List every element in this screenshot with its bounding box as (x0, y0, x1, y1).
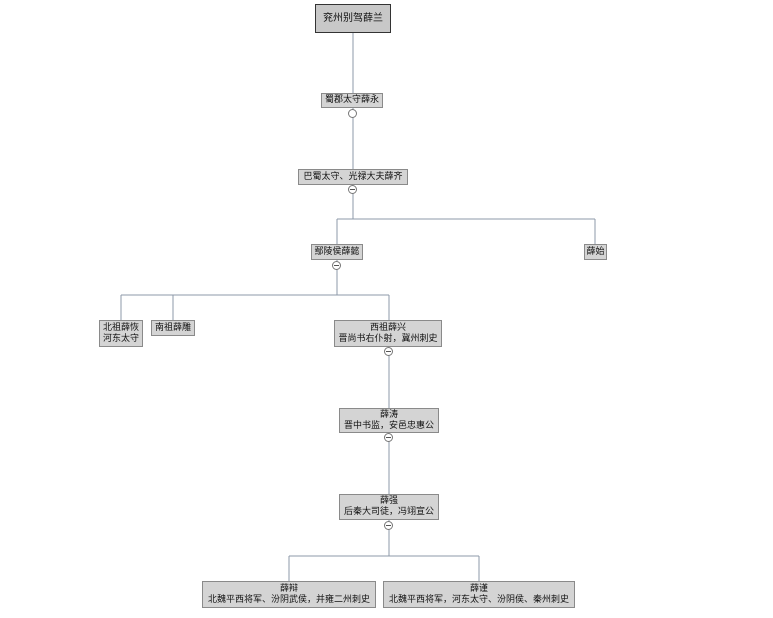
node-sublabel: 北魏平西将军，河东太守、汾阴侯、秦州刺史 (388, 594, 569, 605)
node-sublabel: 河东太守 (102, 333, 139, 344)
node-xue-bian[interactable]: 薛辩 北魏平西将军、汾阴武侯，并雍二州刺史 (202, 581, 376, 608)
node-sublabel: 晋尚书右仆射，冀州刺史 (338, 333, 438, 344)
node-sublabel: 北魏平西将军、汾阴武侯，并雍二州刺史 (207, 594, 370, 605)
node-xue-yi[interactable]: 鄢陵侯薛懿 (311, 244, 363, 260)
node-label: 薛涛 (379, 409, 398, 420)
node-label: 薛强 (379, 496, 398, 506)
collapse-toggle-icon[interactable] (384, 433, 393, 442)
node-label: 北祖薛恢 (102, 322, 139, 333)
node-label: 兖州别驾薛兰 (323, 13, 383, 24)
node-xue-shi[interactable]: 薛始 (584, 244, 607, 260)
node-label: 南祖薛雕 (154, 322, 191, 333)
node-xue-qi[interactable]: 巴蜀太守、光禄大夫薛齐 (298, 169, 408, 185)
collapse-toggle-icon[interactable] (348, 185, 357, 194)
node-label: 薛辩 (279, 583, 298, 594)
node-xue-qiang[interactable]: 薛强 后秦大司徒，冯翊宣公 (339, 494, 439, 520)
node-sublabel: 晋中书监，安邑忠惠公 (343, 420, 434, 431)
node-xue-yong[interactable]: 蜀郡太守薛永 (321, 93, 383, 108)
node-xue-lan[interactable]: 兖州别驾薛兰 (315, 4, 391, 33)
collapse-toggle-icon[interactable] (384, 347, 393, 356)
node-xue-jin[interactable]: 薛谨 北魏平西将军，河东太守、汾阴侯、秦州刺史 (383, 581, 575, 608)
node-label: 西祖薛兴 (369, 322, 406, 333)
collapse-toggle-icon[interactable] (384, 521, 393, 530)
node-label: 薛始 (586, 246, 605, 257)
node-sublabel: 后秦大司徒，冯翊宣公 (343, 507, 434, 517)
node-label: 薛谨 (469, 583, 488, 594)
expand-toggle-icon[interactable] (348, 109, 357, 118)
node-xue-tao[interactable]: 薛涛 晋中书监，安邑忠惠公 (339, 408, 439, 433)
node-xue-xing[interactable]: 西祖薛兴 晋尚书右仆射，冀州刺史 (334, 320, 442, 347)
node-label: 巴蜀太守、光禄大夫薛齐 (303, 171, 403, 182)
node-label: 蜀郡太守薛永 (324, 95, 379, 105)
collapse-toggle-icon[interactable] (332, 261, 341, 270)
node-label: 鄢陵侯薛懿 (314, 246, 360, 257)
node-xue-hui[interactable]: 北祖薛恢 河东太守 (99, 320, 143, 347)
node-xue-diao[interactable]: 南祖薛雕 (151, 320, 195, 336)
